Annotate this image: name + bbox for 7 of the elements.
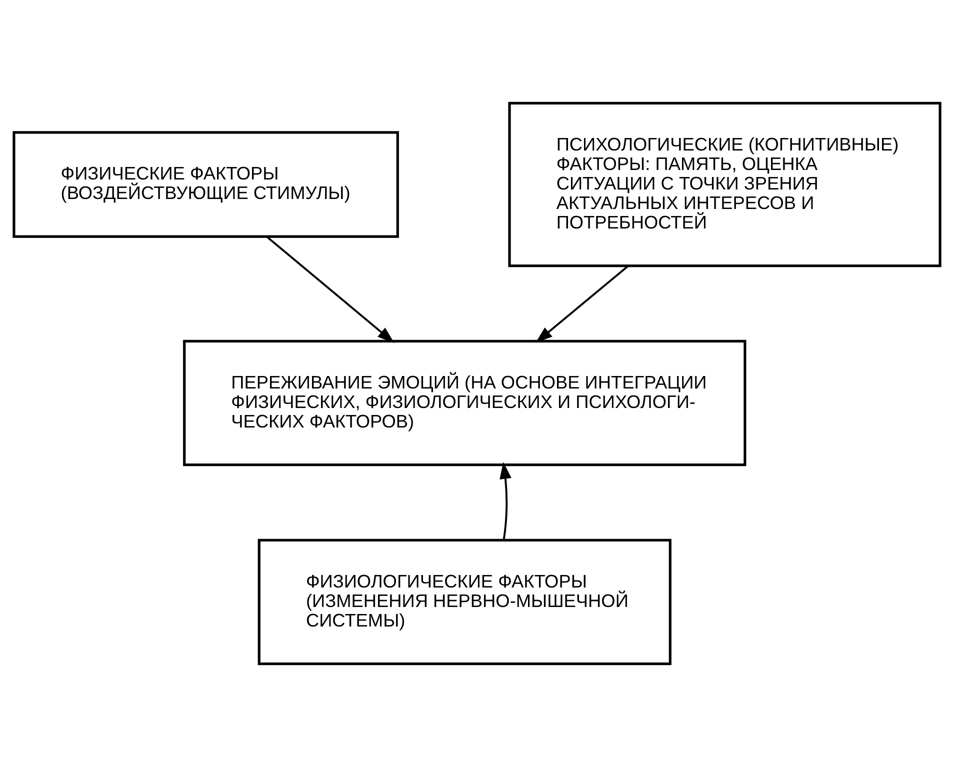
node-box: ПСИХОЛОГИЧЕСКИЕ (КОГНИТИВНЫЕ) ФАКТОРЫ: ПАМЯТЬ, ОЦЕНКА СИТУАЦИИ С ТОЧКИ ЗРЕНИЯ АКТУАЛЬНЫХ ИНТЕРЕСОВ И ПОТРЕБНОСТЕЙ [508, 102, 942, 268]
arrow [536, 265, 629, 343]
node-box: ПЕРЕЖИВАНИЕ ЭМОЦИЙ (НА ОСНОВЕ ИНТЕГРАЦИИ ФИЗИЧЕСКИХ, ФИЗИОЛОГИЧЕСКИХ И ПСИХОЛОГИ- ЧЕСКИХ ФАКТОРОВ) [183, 340, 746, 466]
arrow [500, 462, 512, 540]
arrow [266, 236, 394, 344]
node-box: ФИЗИОЛОГИЧЕСКИЕ ФАКТОРЫ (ИЗМЕНЕНИЯ НЕРВНО-МЫШЕЧНОЙ СИСТЕМЫ) [258, 538, 672, 666]
node-box: ФИЗИЧЕСКИЕ ФАКТОРЫ (ВОЗДЕЙСТВУЮЩИЕ СТИМУЛЫ) [12, 131, 399, 238]
